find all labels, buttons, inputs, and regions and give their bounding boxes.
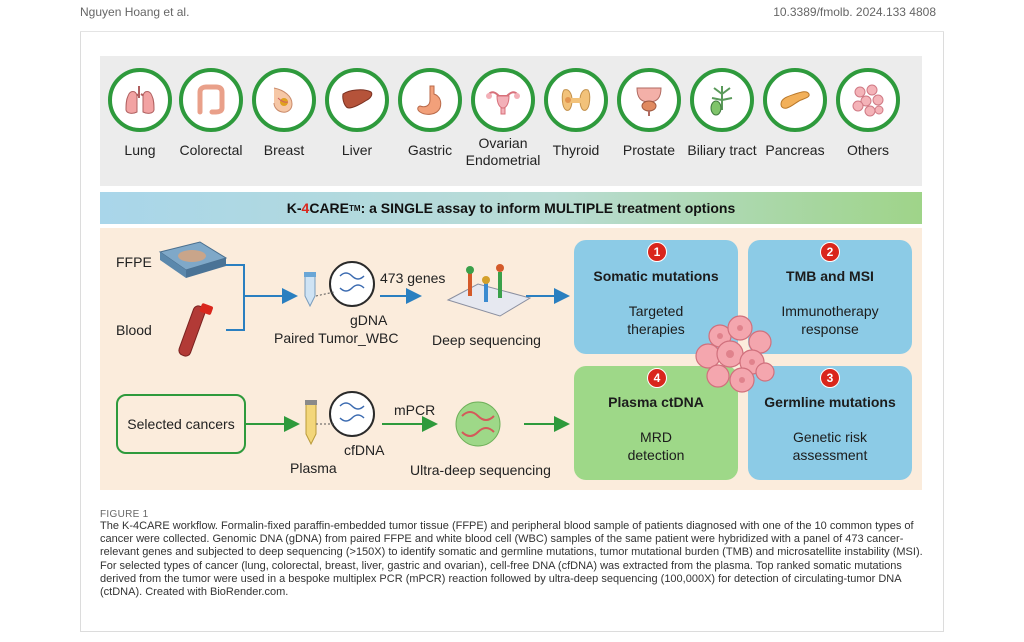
mpcr-label: mPCR (394, 402, 436, 418)
organ-gastric: Gastric (390, 68, 470, 159)
organ-others: Others (828, 68, 908, 159)
organ-label: Breast (263, 142, 305, 158)
deep-seq-label: Deep sequencing (432, 332, 541, 348)
number-badge: 3 (820, 368, 840, 388)
figure-caption: The K-4CARE workflow. Formalin-fixed par… (100, 520, 923, 599)
ffpe-block-icon (158, 241, 228, 278)
stomach-icon (398, 68, 462, 132)
box-subtitle: MRD detection (627, 429, 685, 463)
organ-label: Ovarian Endometrial (465, 135, 541, 168)
number-badge: 1 (647, 242, 667, 262)
prostate-icon (617, 68, 681, 132)
probe-chip-icon (446, 264, 532, 317)
banner-prefix: K- (286, 200, 302, 216)
cfdna-label: cfDNA (344, 442, 385, 458)
header-divider (80, 31, 944, 32)
box-subtitle: Immunotherapy response (781, 303, 879, 337)
uterus-icon (471, 68, 535, 132)
genes-label: 473 genes (380, 270, 446, 286)
blood-tube-icon (178, 303, 213, 357)
organ-pancreas: Pancreas (755, 68, 835, 159)
plasma-label: Plasma (290, 460, 337, 476)
organ-colorectal: Colorectal (171, 68, 251, 159)
box-subtitle: Genetic risk assessment (792, 429, 868, 463)
plasma-tube-icon (305, 400, 317, 446)
banner-name: CARE (309, 200, 349, 216)
organ-lung: Lung (100, 68, 180, 159)
gdna-label: gDNA (350, 312, 388, 328)
box-title: Plasma ctDNA (608, 394, 704, 410)
thyroid-icon (544, 68, 608, 132)
organ-prostate: Prostate (609, 68, 689, 159)
organ-label: Liver (341, 142, 373, 158)
number-badge: 4 (647, 368, 667, 388)
organ-label: Biliary tract (687, 142, 757, 158)
lung-icon (108, 68, 172, 132)
organ-label: Lung (124, 142, 156, 158)
organ-ovarian: Ovarian Endometrial (463, 68, 543, 169)
figure-label: FIGURE 1 (100, 509, 149, 520)
biliary-icon (690, 68, 754, 132)
selected-cancers-label: Selected cancers (127, 416, 235, 432)
number-badge: 2 (820, 242, 840, 262)
sample-tube-icon (304, 272, 316, 308)
banner-text: : a SINGLE assay to inform MULTIPLE trea… (360, 200, 736, 216)
box-title: Somatic mutations (593, 268, 719, 284)
box-title: TMB and MSI (786, 268, 874, 284)
box-subtitle: Targeted therapies (627, 303, 685, 337)
plasma-ctdna-box: Plasma ctDNA MRD detection (574, 366, 738, 480)
ultra-seq-label: Ultra-deep sequencing (410, 462, 551, 478)
organ-label: Pancreas (765, 142, 825, 158)
organ-panel: Lung Colorectal Breast Liver Gastric Ova… (100, 56, 922, 186)
ffpe-label: FFPE (116, 254, 152, 270)
ultra-dna-icon (455, 401, 501, 447)
organ-thyroid: Thyroid (536, 68, 616, 159)
organ-label: Thyroid (552, 142, 600, 158)
cfdna-magnifier-icon (316, 391, 375, 437)
banner-trademark: TM (349, 203, 361, 213)
colon-icon (179, 68, 243, 132)
organ-biliary: Biliary tract (682, 68, 762, 159)
breast-icon (252, 68, 316, 132)
cells-icon (836, 68, 900, 132)
header-doi: 10.3389/fmolb. 2024.133 4808 (773, 5, 936, 19)
organ-label: Prostate (622, 142, 676, 158)
dna-magnifier-icon (315, 261, 375, 307)
box-title: Germline mutations (764, 394, 896, 410)
liver-icon (325, 68, 389, 132)
organ-liver: Liver (317, 68, 397, 159)
organ-breast: Breast (244, 68, 324, 159)
organ-label: Gastric (407, 142, 453, 158)
pancreas-icon (763, 68, 827, 132)
header-authors: Nguyen Hoang et al. (80, 5, 190, 19)
banner-highlight: 4 (301, 200, 310, 216)
blood-label: Blood (116, 322, 152, 338)
organ-label: Others (846, 142, 889, 158)
organ-label: Colorectal (179, 142, 243, 158)
figure-frame (80, 32, 944, 632)
paired-label: Paired Tumor_WBC (274, 330, 399, 346)
selected-cancers-box: Selected cancers (116, 394, 246, 454)
